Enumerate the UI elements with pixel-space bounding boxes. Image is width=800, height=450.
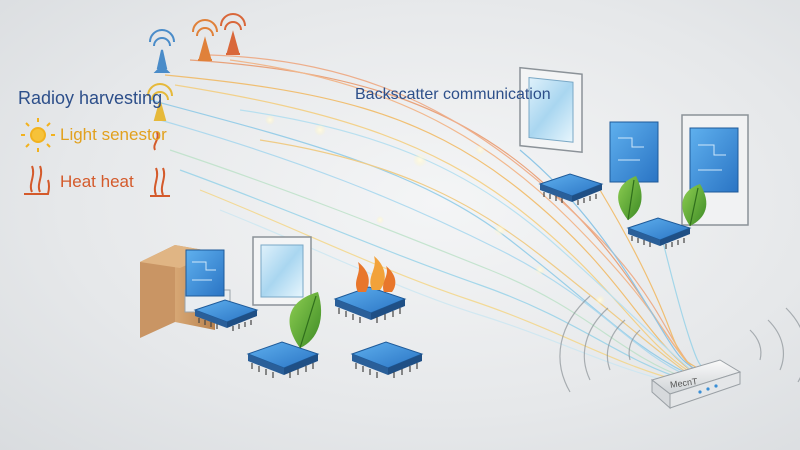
window-panel-icon (252, 236, 312, 306)
radio-harvesting-label: Radioy harvesting (18, 88, 163, 108)
sensor-chip (193, 299, 259, 331)
leaf-icon (682, 184, 707, 227)
sensor-chip (538, 173, 604, 205)
sensor-chip (350, 341, 424, 378)
sensor-chip (246, 341, 320, 378)
window-panel-icon (681, 114, 749, 226)
leaf-icon (618, 176, 642, 221)
flame-icon (356, 256, 396, 292)
window-panel-icon (519, 66, 583, 153)
chip-icon (185, 249, 225, 297)
antenna-icon (220, 13, 246, 55)
wall-chip-panel (609, 121, 659, 183)
sun-icon (21, 118, 55, 152)
antenna-icon (192, 19, 218, 61)
wave-sparkles (265, 115, 605, 305)
router-icon (650, 359, 742, 410)
heat-icon (150, 131, 170, 197)
backscatter-communication-label: Backscatter communication (355, 86, 551, 103)
sensor-chip (626, 217, 692, 249)
light-sensor-label: Light senestor (60, 125, 167, 144)
energy-wave-streams (149, 54, 706, 385)
heat-label: Heat heat (60, 172, 134, 191)
leaf-icon (289, 292, 322, 349)
antenna-icon (149, 29, 175, 73)
sensor-chip (333, 286, 407, 323)
antenna-icon (147, 83, 173, 121)
heat-icon (24, 165, 50, 195)
router-wave-rings (559, 295, 800, 393)
